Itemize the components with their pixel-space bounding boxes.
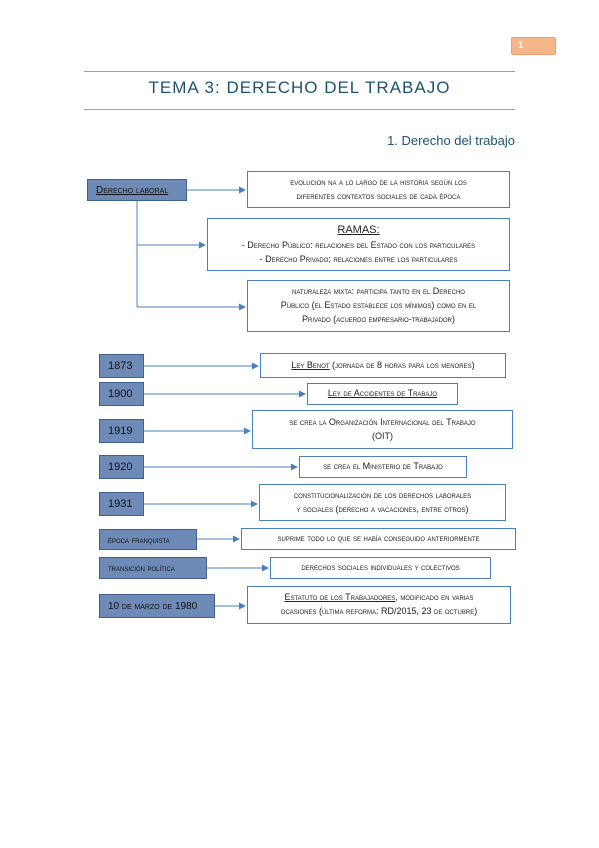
- timeline-date-1980: 10 de marzo de 1980: [99, 594, 215, 618]
- franquista-line: suprime todo lo que se había conseguido …: [277, 533, 480, 544]
- branch-naturaleza: naturaleza mixta: participa tanto en el …: [247, 280, 510, 332]
- branch-evolucion-line-1: evolucion na a lo largo de la historia s…: [290, 176, 467, 187]
- timeline-event-1931: constitucionalización de los derechos la…: [259, 484, 506, 521]
- naturaleza-line-3: Privado (acuerdo empresario-trabajador): [302, 313, 455, 324]
- timeline-event-1919: se crea la Organización Internacional de…: [252, 410, 513, 449]
- page-title: TEMA 3: DERECHO DEL TRABAJO: [148, 78, 451, 97]
- ministerio-line: se crea el Ministerio de Trabajo: [323, 461, 443, 472]
- transicion-line: derechos sociales individuales y colecti…: [301, 562, 460, 573]
- timeline-date-1873: 1873: [99, 354, 144, 378]
- timeline-event-1900: Ley de Accidentes de Trabajo: [307, 383, 458, 405]
- branch-evolucion-line-2: diferentes contextos sociales de cada ép…: [296, 190, 461, 201]
- branch-ramas: RAMAS: - Derecho Público: relaciones del…: [207, 218, 510, 271]
- timeline-date-1920: 1920: [99, 455, 144, 479]
- timeline-event-transicion: derechos sociales individuales y colecti…: [270, 557, 491, 579]
- title-rule-bottom: [84, 109, 515, 110]
- ramas-publico: - Derecho Público: relaciones del Estado…: [241, 240, 476, 251]
- constitucion-line-2: y sociales (derecho a vacaciones, entre …: [296, 503, 469, 514]
- oit-line-1: se crea la Organización Internacional de…: [289, 416, 476, 427]
- timeline-date-1900: 1900: [99, 382, 144, 406]
- page-number-badge: 1: [511, 37, 556, 55]
- estatuto-trabajadores: Estatuto de los Trabajadores: [284, 592, 396, 603]
- ley-benot: Ley Benot: [291, 359, 330, 370]
- ramas-privado: - Derecho Privado: relaciones entre los …: [259, 254, 458, 265]
- timeline-date-1931: 1931: [99, 492, 144, 516]
- title-rule-top: [84, 71, 515, 72]
- timeline-event-1873: Ley Benot (jornada de 8 horas para los m…: [260, 353, 506, 378]
- timeline-date-franquista: época franquista: [99, 529, 197, 550]
- timeline-date-transicion: transición política: [99, 557, 207, 579]
- timeline-event-franquista: suprime todo lo que se había conseguido …: [241, 528, 516, 550]
- branch-evolucion: evolucion na a lo largo de la historia s…: [247, 171, 510, 208]
- naturaleza-line-1: naturaleza mixta: participa tanto en el …: [292, 286, 465, 297]
- ramas-heading: RAMAS:: [337, 224, 380, 237]
- naturaleza-line-2: Público (el Estado establece los mínimos…: [280, 300, 477, 311]
- timeline-date-1919: 1919: [99, 419, 144, 443]
- timeline-event-1980: Estatuto de los Trabajadores, modificado…: [247, 586, 511, 624]
- ley-accidentes: Ley de Accidentes de Trabajo: [327, 388, 438, 399]
- timeline-event-1920: se crea el Ministerio de Trabajo: [299, 456, 467, 478]
- section-heading: 1. Derecho del trabajo: [387, 133, 515, 148]
- root-label: Derecho laboral: [96, 184, 169, 196]
- estatuto-desc: , modificado en varias: [395, 592, 474, 603]
- root-derecho-laboral: Derecho laboral: [87, 179, 187, 201]
- estatuto-line-2: ocasiones (última reforma: RD/2015, 23 d…: [280, 606, 478, 616]
- ley-benot-desc: (jornada de 8 horas para los menores): [329, 359, 475, 370]
- constitucion-line-1: constitucionalización de los derechos la…: [293, 489, 472, 500]
- oit-line-2: (OIT): [372, 430, 393, 441]
